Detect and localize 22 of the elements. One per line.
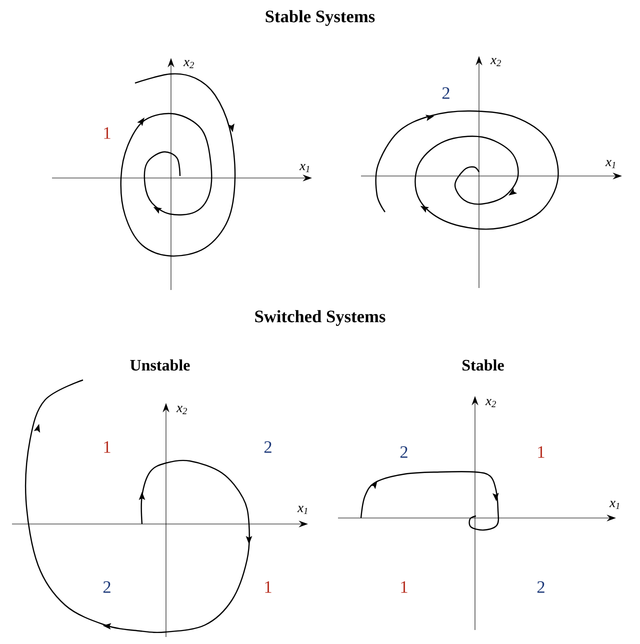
axis-label: x$_{1}$: [299, 164, 310, 172]
region-number: 1: [265, 581, 272, 593]
axis-label: x$_{1}$: [605, 160, 616, 168]
region-number: 2: [103, 581, 110, 593]
section-heading: Stable Systems: [266, 10, 375, 26]
region-number: 1: [401, 581, 408, 593]
region-number: 2: [537, 581, 544, 593]
panel-heading: Stable: [462, 359, 504, 371]
region-number: 2: [264, 441, 272, 453]
section-heading: Switched Systems: [255, 310, 386, 326]
axis-label: x$_{2}$: [176, 406, 187, 414]
region-number: 1: [104, 127, 110, 139]
axis-label: x$_{1}$: [297, 506, 308, 514]
panel-heading: Unstable: [130, 359, 190, 371]
axis-label: x$_{2}$: [485, 398, 496, 408]
region-number: 1: [538, 446, 544, 458]
axis-label: x$_{2}$: [490, 58, 501, 66]
region-number: 1: [104, 441, 110, 453]
axis-label: x$_{1}$: [609, 500, 620, 510]
region-number: 2: [400, 446, 408, 458]
region-number: 2: [442, 87, 450, 99]
axis-label: x$_{2}$: [183, 60, 194, 68]
